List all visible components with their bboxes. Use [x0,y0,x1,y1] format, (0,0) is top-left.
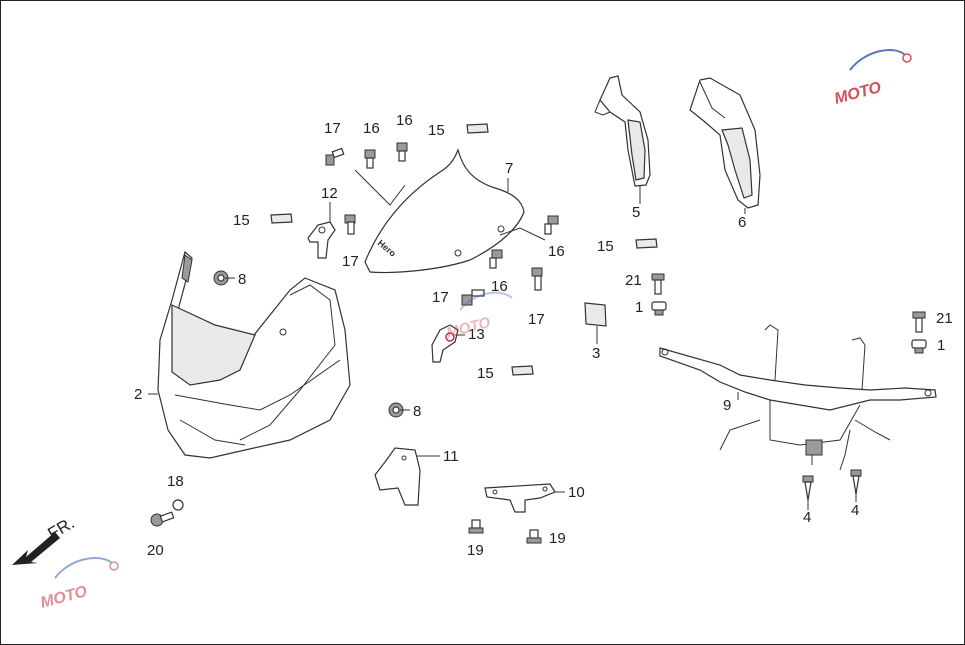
callout-15: 15 [597,238,614,255]
bracket-part-10 [484,483,556,513]
bolt-17-d [531,267,543,291]
clip-15-b [270,213,293,224]
leader-16-right [499,227,546,241]
grommet-1-right [911,339,927,354]
callout-21: 21 [936,310,953,327]
clip-15-d [511,365,534,376]
callout-17: 17 [324,120,341,137]
callout-12: 12 [321,185,338,202]
side-cover-part-6 [689,77,761,209]
callout-8: 8 [413,403,421,420]
callout-6: 6 [738,214,746,231]
callout-19: 19 [467,542,484,559]
watermark-text: MOTO [833,79,884,108]
callout-16: 16 [491,278,508,295]
bolt-21-left [651,273,665,295]
screw-16-d [489,249,503,269]
callout-16: 16 [548,243,565,260]
bolt-19-a [468,519,484,534]
callout-labels: 17 16 16 15 7 12 15 8 17 16 17 16 17 13 … [134,112,953,559]
callout-8: 8 [238,271,246,288]
callout-21: 21 [625,272,642,289]
callout-18: 18 [167,473,184,490]
callout-19: 19 [549,530,566,547]
callout-5: 5 [632,204,640,221]
headlight-cowl-part-2 [157,250,351,459]
bolt-21-right [912,311,926,333]
clip-15-c [635,238,658,249]
grommet-1-left [651,301,667,316]
bolt-17-c [461,289,485,306]
callout-4: 4 [803,509,811,526]
callout-16: 16 [396,112,413,129]
clip-15-a [466,123,489,134]
screw-4-a [802,475,814,501]
callout-15: 15 [233,212,250,229]
bracket-part-13 [431,324,459,363]
callout-10: 10 [568,484,585,501]
callout-11: 11 [443,448,459,465]
callout-3: 3 [592,345,600,362]
callout-20: 20 [147,542,164,559]
washer-18 [172,499,184,511]
callout-9: 9 [723,397,731,414]
callout-17: 17 [528,311,545,328]
callout-15: 15 [477,365,494,382]
callout-17: 17 [432,289,449,306]
headlight-bracket-part-9 [659,324,937,471]
bolt-19-b [526,529,542,544]
callout-15: 15 [428,122,445,139]
screw-16-a [364,149,376,169]
pad-part-3 [584,302,607,327]
callout-17: 17 [342,253,359,270]
callout-16: 16 [363,120,380,137]
callout-4: 4 [851,502,859,519]
callout-13: 13 [468,326,485,343]
bracket-part-11 [374,447,421,506]
bolt-17-a [325,147,345,166]
side-cover-part-5 [594,75,651,187]
leader-16-windshield [354,169,406,206]
bolt-17-b [344,214,356,235]
watermark-text: MOTO [39,583,90,612]
callout-2: 2 [134,386,142,403]
front-direction-arrow: FR. [12,513,78,565]
bracket-part-12 [307,221,336,259]
bolt-20 [150,511,175,527]
screw-16-b [396,142,408,162]
callout-7: 7 [505,160,513,177]
callout-1: 1 [937,337,945,354]
callout-1: 1 [635,299,643,316]
watermark-logo-bottom-left: MOTO [39,557,119,612]
watermark-logo-top-right: MOTO [833,49,912,108]
screw-16-c [544,215,559,235]
windshield-part-7: Hero [364,148,525,274]
screw-4-b [850,469,862,495]
